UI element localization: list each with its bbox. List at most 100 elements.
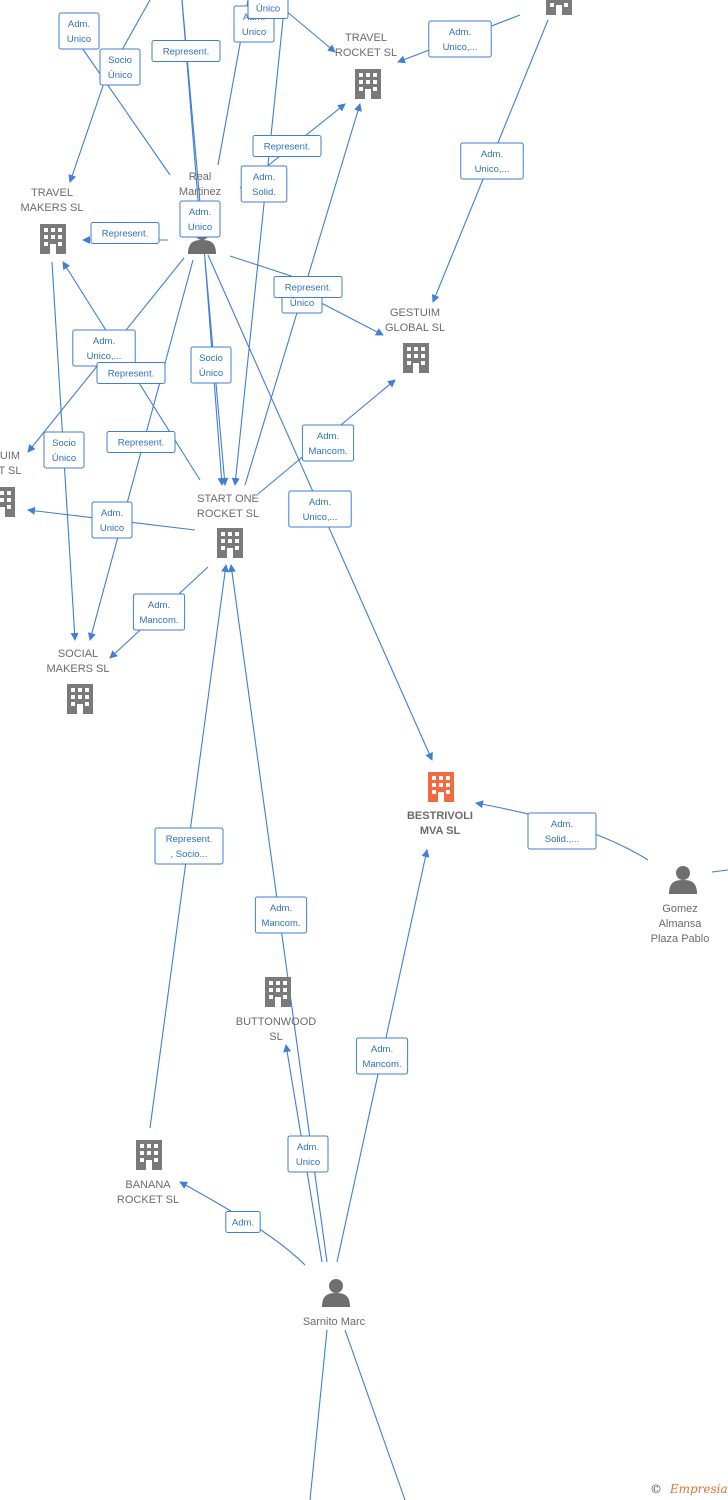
- edge-label[interactable]: Represent.: [90, 222, 160, 244]
- edge-label-text: Único: [256, 4, 280, 15]
- edge: [79, 44, 171, 176]
- edge-label-text: Adm.Unico,...: [443, 27, 478, 53]
- edge-label-box[interactable]: [254, 896, 308, 934]
- edge-label-box[interactable]: [273, 276, 343, 298]
- edge-label-box[interactable]: [287, 1135, 329, 1173]
- edge-label-box[interactable]: [106, 431, 176, 453]
- node-label: Sarnito Marc: [303, 1316, 366, 1328]
- building-icon[interactable]: [136, 1140, 162, 1170]
- edge-label-text: Adm.Solid.: [252, 172, 276, 198]
- edge-label-text: Represent.: [264, 142, 310, 153]
- edge-label-box[interactable]: [301, 424, 355, 462]
- edge: [309, 1329, 328, 1500]
- person-icon[interactable]: [322, 1279, 350, 1307]
- edge-label-box[interactable]: [355, 1037, 409, 1075]
- edge-label[interactable]: Adm.Unico,...: [428, 20, 492, 58]
- brand-name: Empresia: [669, 1482, 728, 1496]
- edge-label-box[interactable]: [247, 0, 289, 19]
- edge-labels-layer: Adm.UnicoSocioÚnicoRepresent.Adm.UnicoÚn…: [43, 0, 597, 1233]
- edge-label-box[interactable]: [428, 20, 492, 58]
- edge-label-box[interactable]: [151, 40, 221, 62]
- edge-label-box[interactable]: [527, 812, 597, 850]
- edge-label-box[interactable]: [288, 490, 352, 528]
- edge-label-box[interactable]: [91, 501, 133, 539]
- building-icon[interactable]: [355, 69, 381, 99]
- edge-label-box[interactable]: [58, 12, 100, 50]
- edge-label-box[interactable]: [252, 135, 322, 157]
- edge-label[interactable]: Adm.Mancom.: [132, 593, 186, 631]
- building-icon[interactable]: [403, 343, 429, 373]
- edge-label[interactable]: Represent.: [106, 431, 176, 453]
- edge-label-box[interactable]: [90, 222, 160, 244]
- edge: [711, 869, 728, 873]
- edge-label-text: Adm.Unico,...: [303, 497, 338, 523]
- edge-label[interactable]: Adm.Mancom.: [254, 896, 308, 934]
- edge-label[interactable]: Adm.Unico,...: [72, 329, 136, 367]
- building-icon[interactable]: [217, 528, 243, 558]
- edge-label-box[interactable]: [154, 827, 224, 865]
- edge-label-box[interactable]: [225, 1211, 261, 1233]
- edge-label-box[interactable]: [132, 593, 186, 631]
- person-icon[interactable]: [669, 866, 697, 894]
- edge-label[interactable]: Represent.: [273, 276, 343, 298]
- building-icon[interactable]: [0, 487, 15, 517]
- node-top-right-co[interactable]: [546, 0, 572, 15]
- edge-label[interactable]: Adm.Unico,...: [288, 490, 352, 528]
- edge-label[interactable]: Adm.Unico: [91, 501, 133, 539]
- building-icon[interactable]: [67, 684, 93, 714]
- edge-label-box[interactable]: [99, 48, 141, 86]
- edge-label-box[interactable]: [96, 362, 166, 384]
- edge-label-text: Adm.Mancom.: [139, 600, 178, 626]
- edge-label[interactable]: Adm.Unico: [179, 200, 221, 238]
- edge-label[interactable]: Represent.: [96, 362, 166, 384]
- edge-label[interactable]: Adm.: [225, 1211, 261, 1233]
- building-icon[interactable]: [40, 224, 66, 254]
- edge-label[interactable]: Represent., Socio...: [154, 827, 224, 865]
- edge-label-box[interactable]: [240, 165, 288, 203]
- building-icon[interactable]: [428, 772, 454, 802]
- edge-label[interactable]: Adm.Solid.,...: [527, 812, 597, 850]
- edge-label[interactable]: Único: [247, 0, 289, 19]
- building-icon[interactable]: [265, 977, 291, 1007]
- edge-label[interactable]: Adm.Unico,...: [460, 142, 524, 180]
- edge-label-box[interactable]: [179, 200, 221, 238]
- edge-label[interactable]: Adm.Mancom.: [355, 1037, 409, 1075]
- edge-label-box[interactable]: [460, 142, 524, 180]
- edge-label[interactable]: Adm.Unico: [58, 12, 100, 50]
- edge-label-text: Adm.Mancom.: [362, 1044, 401, 1070]
- edge-label[interactable]: Represent.: [151, 40, 221, 62]
- edge: [344, 1329, 406, 1500]
- edge-label-text: Adm.Solid.,...: [545, 819, 579, 845]
- edge-label[interactable]: Adm.Mancom.: [301, 424, 355, 462]
- edge-label-box[interactable]: [190, 346, 232, 384]
- node-sarnito[interactable]: Sarnito Marc: [303, 1279, 366, 1328]
- edge-label-box[interactable]: [43, 431, 85, 469]
- edge-label[interactable]: Adm.Unico: [287, 1135, 329, 1173]
- building-icon[interactable]: [546, 0, 572, 15]
- edge-label-text: Adm.Unico,...: [475, 149, 510, 175]
- edge-label-text: Adm.: [232, 1218, 254, 1229]
- edge-label[interactable]: Represent.: [252, 135, 322, 157]
- edge-label[interactable]: Adm.Solid.: [240, 165, 288, 203]
